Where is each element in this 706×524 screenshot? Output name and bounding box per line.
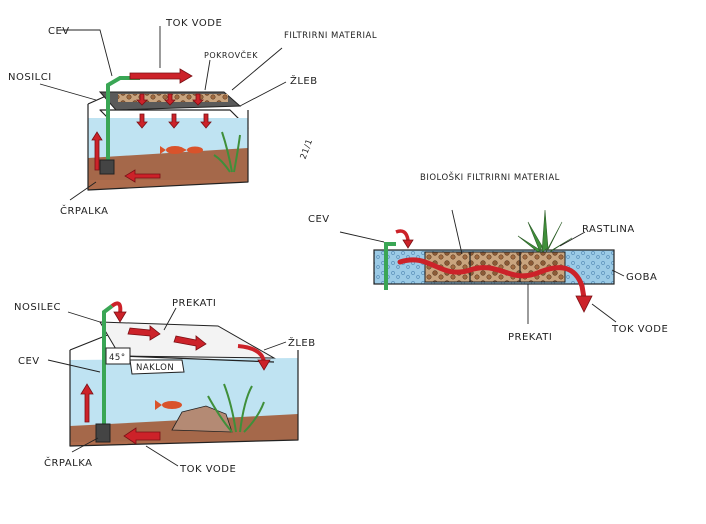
pump-crpalka-3 xyxy=(95,423,111,443)
label-rastlina: RASTLINA xyxy=(582,224,635,235)
bottom-arrow-1 xyxy=(124,169,161,183)
tray-arrow-2 xyxy=(173,335,207,351)
naklon-sign xyxy=(129,359,185,375)
fish-1 xyxy=(160,146,203,154)
label-cev-3: CEV xyxy=(18,356,40,367)
label-filtrirni-material: FILTRIRNI MATERIAL xyxy=(284,31,377,41)
bottom-arrow-3 xyxy=(123,427,161,445)
pump-crpalka-1 xyxy=(99,159,115,175)
tray-arrow-1 xyxy=(127,325,161,341)
label-prekati-3: PREKATI xyxy=(172,298,216,309)
signature: 21/1 xyxy=(299,138,316,161)
flow-wave xyxy=(397,257,587,301)
pipe-cev-3 xyxy=(102,304,114,428)
label-tok-vode-1: TOK VODE xyxy=(165,18,222,29)
filter-media-strip xyxy=(118,94,228,102)
flow-wave-head xyxy=(575,295,593,313)
diagram-top-filter: CEV TOK VODE POKROVČEK FILTRIRNI MATERIA… xyxy=(8,18,377,217)
arrow-top-curve xyxy=(110,301,123,315)
entry-arrow xyxy=(395,229,410,241)
label-tok-vode-2: TOK VODE xyxy=(611,324,668,335)
label-nosilci: NOSILCI xyxy=(8,72,52,83)
plant-2 xyxy=(517,209,573,253)
label-tok-vode-3: TOK VODE xyxy=(179,464,236,475)
diagram-bottom-filter: 45° NAKLON NOSILEC PREKATI ŽLEB CEV ČRPA… xyxy=(14,298,316,475)
pipe-cev-2 xyxy=(384,242,396,290)
up-arrow-3 xyxy=(80,383,94,423)
label-naklon: NAKLON xyxy=(136,363,174,373)
down-arrows-1 xyxy=(136,93,212,129)
label-goba: GOBA xyxy=(626,272,657,283)
label-prekati-2: PREKATI xyxy=(508,332,552,343)
up-arrow-1 xyxy=(91,131,103,171)
flow-arrow-top xyxy=(129,68,193,84)
label-pokrovcek: POKROVČEK xyxy=(204,49,258,60)
label-crpalka-3: ČRPALKA xyxy=(44,456,92,469)
label-zleb-3: ŽLEB xyxy=(288,336,316,349)
label-bioloski-filtrirni-material: BIOLOŠKI FILTRIRNI MATERIAL xyxy=(420,171,560,183)
label-nosilec: NOSILEC xyxy=(14,302,61,313)
label-crpalka-1: ČRPALKA xyxy=(60,204,108,217)
label-cev-2: CEV xyxy=(308,214,330,225)
label-angle: 45° xyxy=(109,353,126,363)
label-cev-1: CEV xyxy=(48,26,70,37)
fish-3 xyxy=(155,400,182,410)
tank-gravel xyxy=(88,148,248,190)
diagram-biofilter-section: CEV BIOLOŠKI FILTRIRNI MATERIAL RASTLINA… xyxy=(308,171,668,343)
plant-1 xyxy=(213,131,241,173)
label-zleb-1: ŽLEB xyxy=(290,74,318,87)
plant-3 xyxy=(207,383,265,433)
angle-box xyxy=(105,347,131,365)
